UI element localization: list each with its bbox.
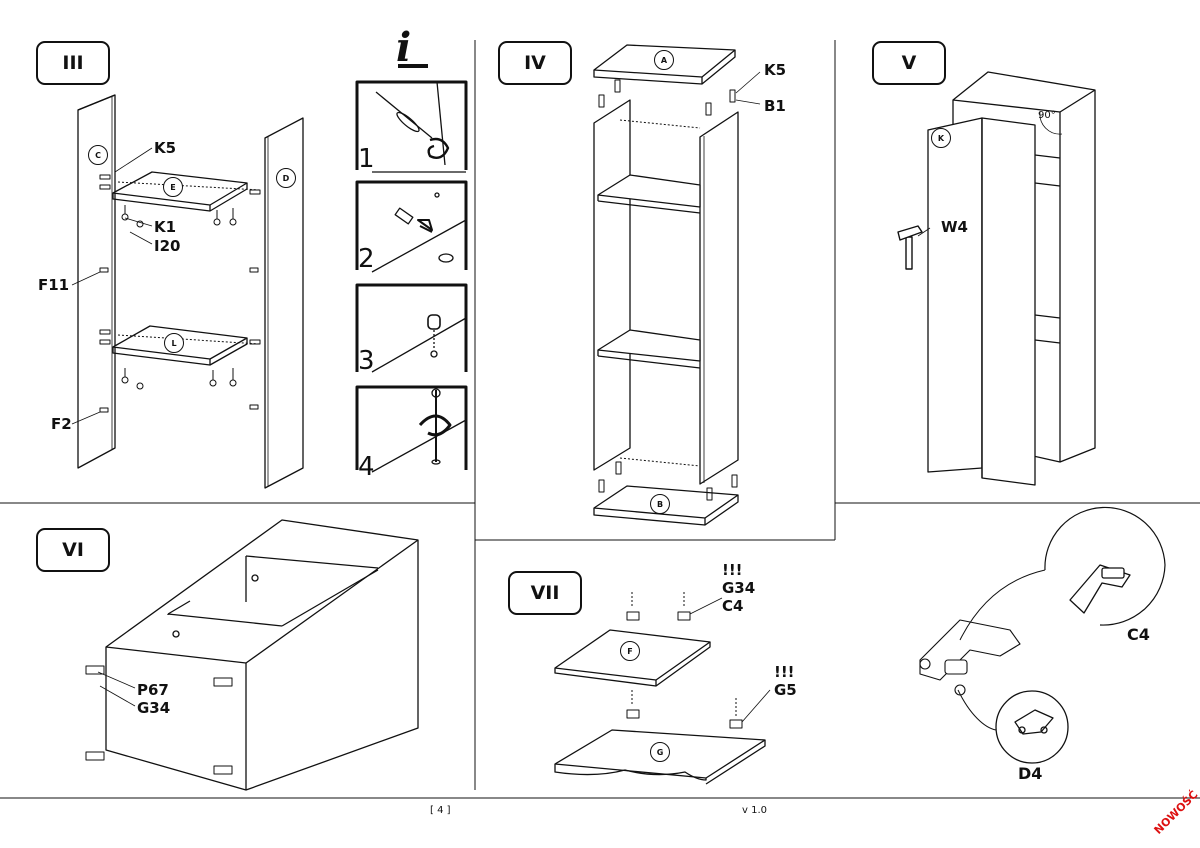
hinge-c4-icon bbox=[959, 506, 1166, 641]
part-k5-label: K5 bbox=[154, 139, 177, 157]
panel-b-marker: B bbox=[650, 494, 670, 514]
part-g34-vii-label: G34 bbox=[722, 579, 756, 597]
part-b1-label: B1 bbox=[764, 97, 786, 115]
part-c4-vii-label: C4 bbox=[722, 597, 744, 615]
part-i20-label: I20 bbox=[154, 237, 181, 255]
section-dividers bbox=[0, 40, 1200, 799]
panel-g-marker: G bbox=[650, 742, 670, 762]
info-underline bbox=[398, 64, 428, 68]
fittings-vi bbox=[85, 665, 233, 775]
info-step-2: 2 bbox=[358, 244, 375, 274]
warning-mark-1: !!! bbox=[722, 561, 743, 579]
info-icon: i bbox=[396, 24, 412, 71]
step-iii-label: III bbox=[36, 41, 110, 85]
panel-c-left-side bbox=[77, 94, 116, 469]
leader-lines-iii bbox=[71, 147, 153, 425]
info-step-4: 4 bbox=[358, 452, 375, 482]
panel-c-marker: C bbox=[88, 145, 108, 165]
part-f2-label: F2 bbox=[51, 415, 72, 433]
info-box-2 bbox=[355, 180, 468, 273]
version-label: v 1.0 bbox=[742, 805, 767, 816]
warning-mark-2: !!! bbox=[774, 663, 795, 681]
info-step-1: 1 bbox=[358, 144, 375, 174]
panel-d-right-side bbox=[264, 117, 304, 489]
iv-side-panels bbox=[593, 99, 739, 485]
panel-l-marker: L bbox=[164, 333, 184, 353]
hammer-icon bbox=[897, 225, 931, 270]
door-k bbox=[927, 117, 1036, 486]
info-box-4 bbox=[355, 385, 468, 473]
part-g34-vi-label: G34 bbox=[137, 699, 171, 717]
hinge-c4-label: C4 bbox=[1127, 625, 1150, 644]
info-step-3: 3 bbox=[358, 346, 375, 376]
step-vi-label: VI bbox=[36, 528, 110, 572]
part-f11-label: F11 bbox=[38, 276, 70, 294]
panel-d-marker: D bbox=[276, 168, 296, 188]
part-p67-label: P67 bbox=[137, 681, 169, 699]
panel-e-marker: E bbox=[163, 177, 183, 197]
part-w4-label: W4 bbox=[941, 218, 968, 236]
info-box-1 bbox=[355, 80, 468, 173]
part-k1-label: K1 bbox=[154, 218, 177, 236]
part-g5-label: G5 bbox=[774, 681, 797, 699]
info-box-3 bbox=[355, 283, 468, 373]
panel-k-marker: K bbox=[931, 128, 951, 148]
panel-f-marker: F bbox=[620, 641, 640, 661]
hinge-d4-icon bbox=[957, 689, 1069, 764]
hinge-main-icon bbox=[919, 619, 1021, 696]
hinge-d4-label: D4 bbox=[1018, 764, 1043, 783]
panel-a-marker: A bbox=[654, 50, 674, 70]
fittings-iv bbox=[598, 71, 761, 501]
angle-90-label: 90° bbox=[1038, 110, 1056, 121]
step-iv-label: IV bbox=[498, 41, 572, 85]
cabinet-vi bbox=[105, 519, 419, 791]
step-v-label: V bbox=[872, 41, 946, 85]
part-k5-iv-label: K5 bbox=[764, 61, 787, 79]
page-number: [ 4 ] bbox=[430, 805, 451, 816]
step-vii-label: VII bbox=[508, 571, 582, 615]
fittings-iii bbox=[99, 174, 261, 413]
fittings-vii bbox=[626, 592, 771, 729]
